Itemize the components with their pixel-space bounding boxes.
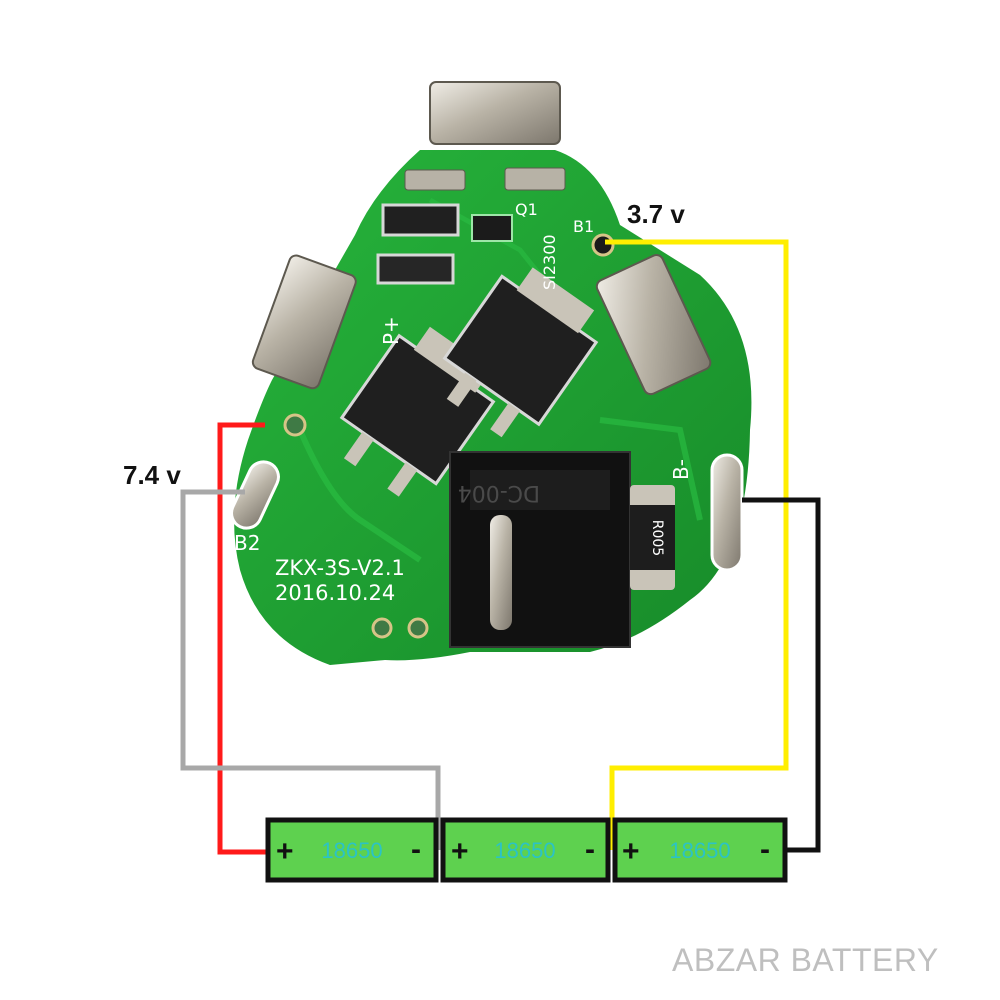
cell-1-positive: + (276, 835, 294, 868)
cell-3-label: 18650 (669, 838, 730, 863)
pad-b-minus (710, 453, 744, 572)
cell-2-label: 18650 (494, 838, 555, 863)
sot23-q1 (471, 214, 513, 242)
right-terminal-tab (595, 254, 712, 396)
watermark: ABZAR BATTERY (672, 942, 939, 978)
resistor-r005: R005 (630, 485, 675, 590)
b1-label: B1 (573, 217, 594, 236)
cell-1-negative: - (411, 833, 421, 866)
cell-2-negative: - (585, 833, 595, 866)
b-minus-label: B- (669, 459, 693, 480)
dc-jack: DC-004 (449, 451, 631, 648)
q1-label: Q1 (515, 200, 538, 219)
cell-3-negative: - (760, 833, 770, 866)
board-model-label: ZKX-3S-V2.1 (275, 556, 405, 580)
dc-jack-label: DC-004 (458, 480, 540, 505)
voltage-label-b1: 3.7 v (627, 199, 685, 229)
b2-label: B2 (234, 531, 260, 555)
voltage-label-b2: 7.4 v (123, 460, 181, 490)
pad-b1 (591, 233, 615, 257)
cell-3-positive: + (622, 835, 640, 868)
si2300-label: SI2300 (540, 234, 559, 290)
battery-cell-3: + 18650 - (612, 817, 788, 883)
smd-component-top (381, 203, 460, 237)
wire-black (742, 497, 821, 853)
pad-b2 (230, 460, 280, 530)
pcb-board: DC-004 R005 Q1 B1 SI2300 P+ B- B2 ZKX-3S… (230, 81, 752, 665)
battery-pack: + 18650 - + 18650 - + 18650 - (265, 817, 788, 883)
battery-cell-2: + 18650 - (440, 817, 611, 883)
pad-p-plus (283, 413, 307, 437)
wire-gray (180, 489, 441, 850)
wires (180, 239, 821, 855)
p-plus-label: P+ (379, 316, 403, 345)
top-terminal-tab (404, 81, 566, 191)
board-date-label: 2016.10.24 (275, 581, 395, 605)
wire-red (217, 422, 268, 855)
battery-cell-1: + 18650 - (265, 817, 439, 883)
diode-us1m (376, 253, 455, 285)
wire-yellow (605, 239, 789, 850)
cell-1-label: 18650 (321, 838, 382, 863)
mosfet-2 (442, 267, 599, 438)
left-terminal-tab (251, 254, 357, 390)
resistor-label: R005 (649, 520, 665, 556)
cell-2-positive: + (451, 835, 469, 868)
